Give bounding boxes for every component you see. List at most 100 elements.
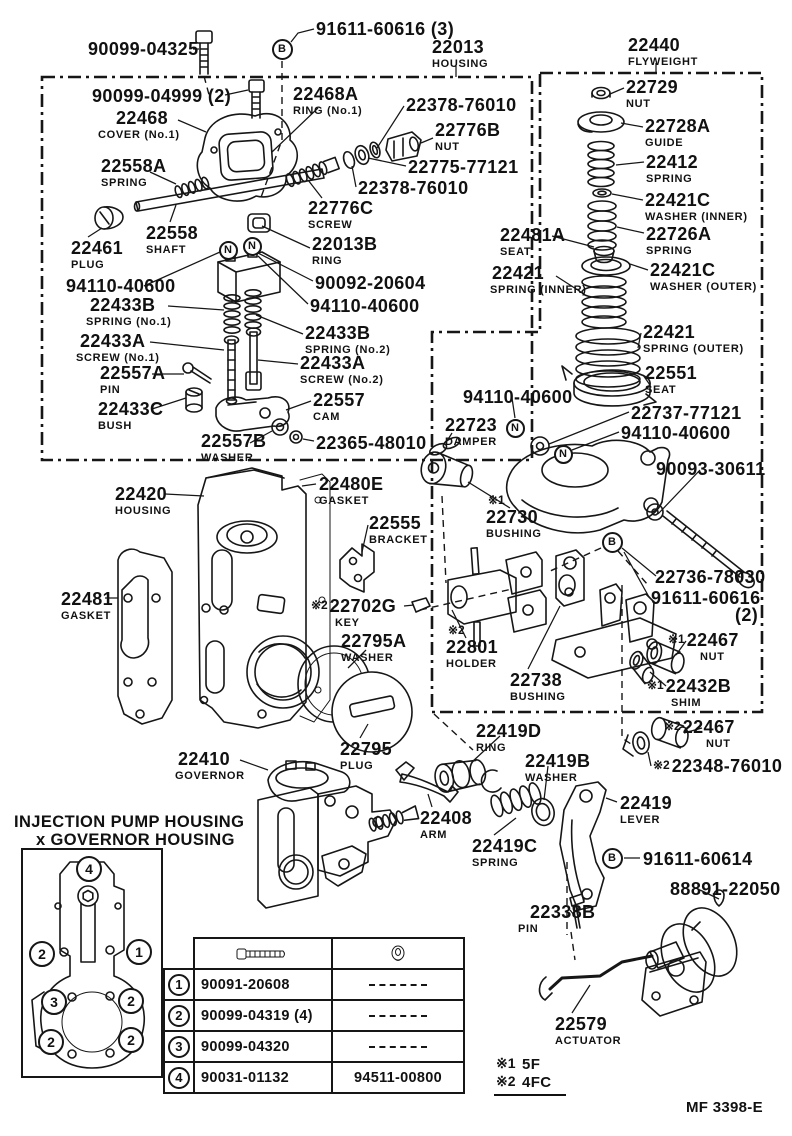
spring-22726A-sketch [587, 200, 617, 251]
washer-inner-22421C-sketch [592, 188, 612, 198]
part-label-9009220604: 90092-20604 [315, 273, 426, 293]
position-number-2: 2 [118, 988, 144, 1014]
part-label-9411040600: 94110-40600 [310, 296, 420, 316]
position-number-3: 3 [41, 989, 67, 1015]
spring-inner-22421-sketch [581, 275, 627, 329]
ring-22378-sketch [369, 141, 381, 159]
washer-22737-sketch [530, 436, 550, 456]
nut-22776B-sketch [385, 131, 422, 162]
drawing-code: MF 3398-E [686, 1100, 763, 1116]
part-label-90099049992: 90099-04999 (2) [92, 86, 232, 106]
position-number-4: 4 [76, 856, 102, 882]
part-label-91611606163: 91611-60616 (3) [316, 19, 455, 39]
bush-22433C-sketch [185, 387, 203, 413]
holder-22801-sketch [447, 547, 547, 647]
bolt-90099-04999-sketch [248, 79, 265, 119]
part-number-cell-2 [331, 999, 465, 1032]
screw-no1-sketch [223, 335, 240, 405]
grommet-88891-sketch [713, 889, 725, 907]
spring-no1-sketch [223, 293, 241, 334]
arm-22408-sketch [395, 761, 459, 803]
callout-letter-N: N [218, 240, 238, 260]
part-number-cell: 90091-20608 [193, 968, 333, 1001]
pin-22338B-sketch [569, 893, 585, 929]
plug-22461-sketch [94, 206, 124, 230]
position-number-2: 2 [38, 1029, 64, 1055]
note-1-value: 5F [521, 1056, 541, 1073]
washer-sketch [342, 150, 356, 170]
note-2-mark: ※2 [496, 1073, 516, 1089]
part-label-9411040600: 94110-40600 [66, 276, 176, 296]
part-label-8889122050: 88891-22050 [670, 879, 781, 899]
part-number-cell: 90099-04319 (4) [193, 999, 333, 1032]
spring-22419C-sketch [490, 782, 542, 818]
housing-22420-sketch [197, 467, 320, 729]
nut-22467-lower-sketch [622, 716, 689, 757]
shaft-22558-sketch [133, 168, 325, 212]
row-number: 4 [168, 1066, 190, 1089]
part-label-2273777121: 22737-77121 [631, 403, 742, 423]
key-22702G-sketch [411, 597, 431, 613]
drawing-code-text: MF 3398-E [686, 1099, 763, 1116]
mini-diagram-title-text2: x GOVERNOR HOUSING [36, 831, 235, 849]
guide-22728A-sketch [577, 111, 625, 133]
bolt-90093-sketch [646, 503, 755, 589]
part-number-cell-2 [331, 1030, 465, 1063]
part-label-9009904325: 90099-04325 [88, 39, 199, 59]
spring-22412-sketch [587, 140, 615, 188]
part-label-9411040600: 94110-40600 [463, 387, 573, 407]
ring-22013B-sketch [247, 213, 271, 233]
dash-placeholder [369, 1014, 427, 1017]
part-label-2236548010: 22365-48010 [316, 433, 427, 453]
row-number: 3 [168, 1035, 190, 1058]
nut-22729-sketch [591, 86, 611, 100]
note-2: ※2 4FC [494, 1074, 566, 1096]
pin-22557A-sketch [182, 362, 212, 384]
callout-letter-B: B [271, 38, 293, 60]
note-1-mark: ※1 [496, 1055, 516, 1071]
fastener-table-header-row [164, 937, 465, 970]
nut-22467-upper-sketch [646, 641, 685, 675]
row-number: 2 [168, 1004, 190, 1027]
callout-letter-N: N [505, 418, 525, 438]
part-label-2277577121: 22775-77121 [408, 157, 519, 177]
part-number-cell-2 [331, 968, 465, 1001]
governor-22410-sketch [257, 760, 397, 909]
flyweight-assembly-box [430, 71, 764, 714]
cam-22557-sketch [215, 396, 290, 432]
ring-22365-sketch [289, 430, 303, 444]
mount-bracket-sketch [551, 583, 677, 679]
position-number-2: 2 [118, 1027, 144, 1053]
spring-no2-sketch [244, 288, 262, 329]
mini-diagram-title-line2: x GOVERNOR HOUSING [36, 832, 235, 849]
part-label-9161160616: 91611-60616 [651, 588, 761, 608]
part-label-2273678030: 22736-78030 [655, 567, 766, 587]
